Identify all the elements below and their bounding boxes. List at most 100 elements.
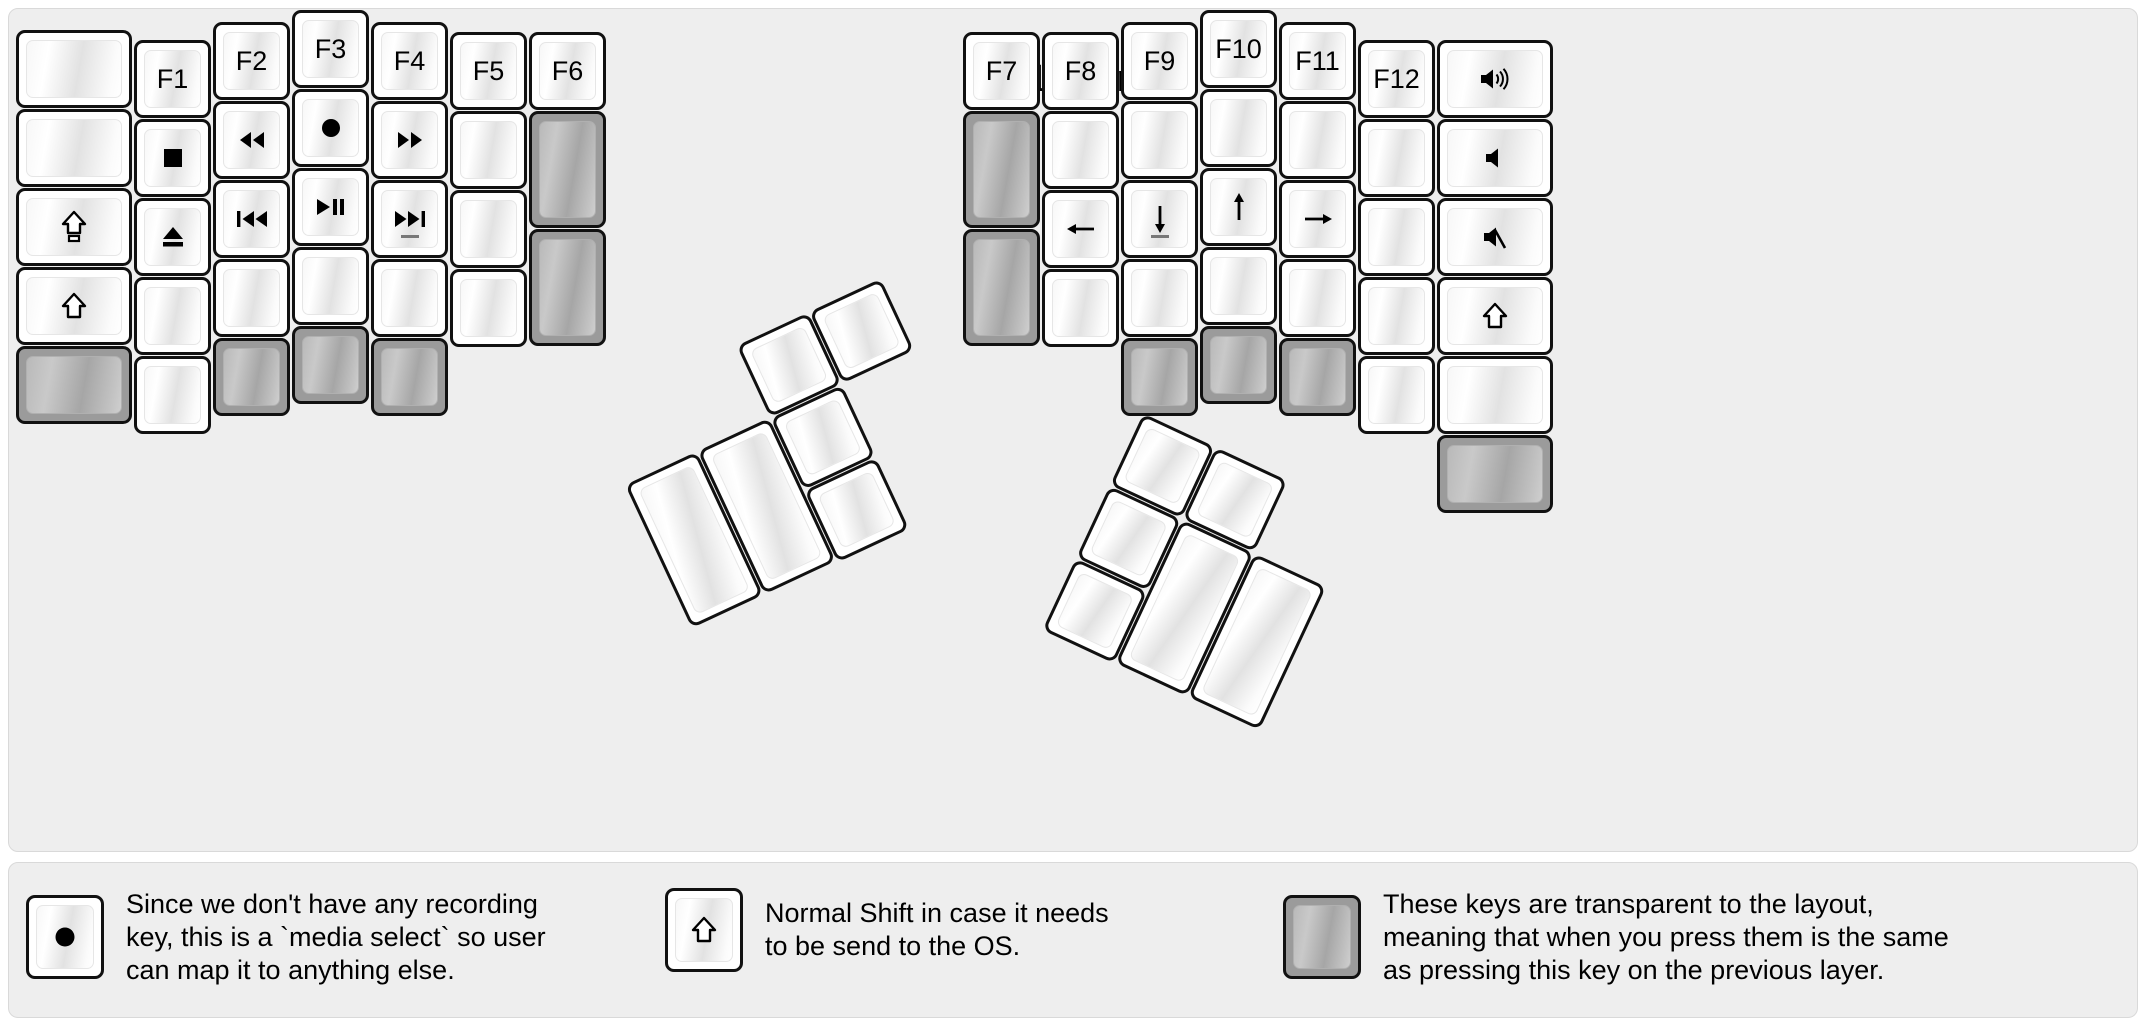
key-blank[interactable] (1200, 247, 1277, 325)
key-shift[interactable] (1437, 277, 1553, 355)
key-blank[interactable] (1042, 269, 1119, 347)
key-transparent[interactable] (529, 229, 606, 346)
key-transparent[interactable] (1279, 338, 1356, 416)
secondary-marker (1150, 235, 1169, 238)
keycap-face: F3 (302, 20, 359, 78)
keycap-face (749, 325, 829, 405)
key-blank[interactable] (16, 109, 132, 187)
keycap-face (1131, 190, 1188, 248)
key-f12[interactable]: F12 (1358, 40, 1435, 118)
keycap-face (223, 269, 280, 327)
key-transparent[interactable] (1200, 326, 1277, 404)
key-blank[interactable] (1279, 259, 1356, 337)
keycap-face (460, 200, 517, 258)
key-blank[interactable] (134, 356, 211, 434)
key-blank[interactable] (450, 190, 527, 268)
arrow-up-icon (1227, 190, 1251, 224)
keycap-face (26, 119, 122, 177)
keycap-face: F2 (223, 32, 280, 90)
legend-text-record: Since we don't have any recording key, t… (126, 889, 546, 985)
key-f10[interactable]: F10 (1200, 10, 1277, 88)
key-f2[interactable]: F2 (213, 22, 290, 100)
key-f9[interactable]: F9 (1121, 22, 1198, 100)
key-transparent[interactable] (213, 338, 290, 416)
key-fast-forward[interactable] (371, 101, 448, 179)
key-blank[interactable] (134, 277, 211, 355)
key-blank[interactable] (1437, 356, 1553, 434)
key-f7[interactable]: F7 (963, 32, 1040, 110)
key-volume-mute[interactable] (1437, 198, 1553, 276)
key-blank[interactable] (1121, 259, 1198, 337)
record-icon (317, 114, 345, 142)
keycap-face (302, 336, 359, 394)
key-f1[interactable]: F1 (134, 40, 211, 118)
key-arrow-up[interactable] (1200, 168, 1277, 246)
key-transparent[interactable] (963, 111, 1040, 228)
keycap-face (302, 257, 359, 315)
key-previous-track[interactable] (213, 180, 290, 258)
key-arrow-right[interactable] (1279, 180, 1356, 258)
key-blank[interactable] (371, 259, 448, 337)
key-f5[interactable]: F5 (450, 32, 527, 110)
key-blank[interactable] (1200, 89, 1277, 167)
caps-lock-icon (61, 210, 87, 244)
key-blank[interactable] (1279, 101, 1356, 179)
key-f11[interactable]: F11 (1279, 22, 1356, 100)
key-shift[interactable] (16, 267, 132, 345)
volume-up-icon (1477, 66, 1513, 92)
key-transparent[interactable] (963, 229, 1040, 346)
key-record[interactable] (292, 89, 369, 167)
keycap-face (1210, 336, 1267, 394)
key-play-pause[interactable] (292, 168, 369, 246)
key-label: F7 (985, 55, 1018, 86)
key-blank[interactable] (1121, 101, 1198, 179)
key-blank[interactable] (213, 259, 290, 337)
key-blank[interactable] (450, 269, 527, 347)
volume-mute-icon (1480, 223, 1510, 251)
keycap-face (1368, 366, 1425, 424)
key-transparent[interactable] (292, 326, 369, 404)
key-f6[interactable]: F6 (529, 32, 606, 110)
key-eject[interactable] (134, 198, 211, 276)
key-blank[interactable] (1358, 356, 1435, 434)
key-blank[interactable] (292, 247, 369, 325)
key-volume-down[interactable] (1437, 119, 1553, 197)
next-track-icon (391, 207, 429, 231)
key-caps-lock[interactable] (16, 188, 132, 266)
legend-key-record (26, 895, 104, 980)
key-f3[interactable]: F3 (292, 10, 369, 88)
key-arrow-down[interactable] (1121, 180, 1198, 258)
key-transparent[interactable] (529, 111, 606, 228)
key-transparent[interactable] (371, 338, 448, 416)
key-blank[interactable] (1358, 198, 1435, 276)
key-label: F3 (314, 33, 347, 64)
keycap-face (973, 239, 1030, 336)
key-transparent[interactable] (1121, 338, 1198, 416)
keycap-face (973, 121, 1030, 218)
key-blank[interactable] (1042, 111, 1119, 189)
key-f4[interactable]: F4 (371, 22, 448, 100)
keycap-face (26, 40, 122, 98)
keycap-face (1447, 366, 1543, 424)
key-volume-up[interactable] (1437, 40, 1553, 118)
keycap-face (1131, 111, 1188, 169)
legend-key-transparent (1283, 895, 1361, 980)
key-transparent[interactable] (16, 346, 132, 424)
key-blank[interactable] (1358, 119, 1435, 197)
key-rewind[interactable] (213, 101, 290, 179)
shift-icon (1482, 301, 1508, 331)
key-next-track[interactable] (371, 180, 448, 258)
play-pause-icon (313, 195, 349, 219)
key-stop[interactable] (134, 119, 211, 197)
key-f8[interactable]: F8 (1042, 32, 1119, 110)
key-blank[interactable] (450, 111, 527, 189)
keycap-face (1447, 208, 1543, 266)
key-arrow-left[interactable] (1042, 190, 1119, 268)
key-blank[interactable] (1358, 277, 1435, 355)
key-blank[interactable] (16, 30, 132, 108)
keycap-face (1368, 129, 1425, 187)
keycap-face (223, 348, 280, 406)
legend-item-transparent: These keys are transparent to the layout… (1283, 888, 1949, 987)
transparent-key-icon (1293, 905, 1351, 970)
key-transparent[interactable] (1437, 435, 1553, 513)
